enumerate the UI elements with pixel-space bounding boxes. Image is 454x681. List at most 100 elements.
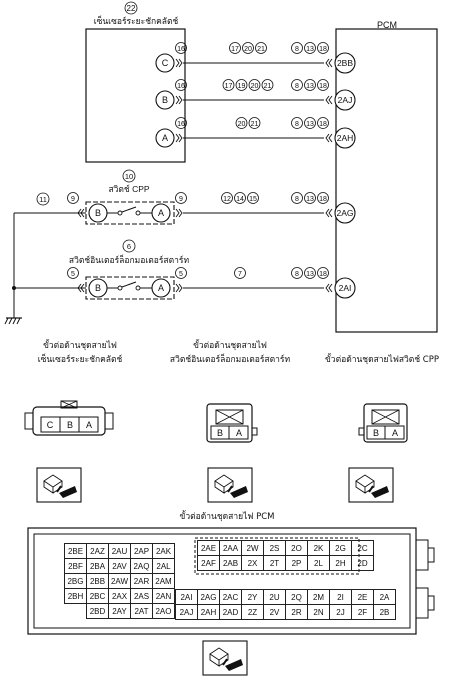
sensor-box: [85, 28, 186, 163]
pcm-terminal-cell: 2BH: [64, 588, 87, 604]
pcm-terminal-cell: 2AY: [108, 603, 131, 619]
pcm-term-2-1: 13: [306, 121, 314, 128]
pcm-terminal-cell: 2A: [373, 589, 396, 605]
pcm-term-4-0-circle: [291, 267, 303, 279]
pcm-pin-circle: [334, 89, 356, 111]
pcm-pin-circle: [334, 277, 356, 299]
pcm-pin-1: 2AJ: [338, 95, 353, 105]
pcm-terminal-cell: 2AS: [130, 588, 153, 604]
pcm-terminal-cell: 2G: [329, 540, 352, 556]
pcm-term-4-0: 8: [295, 271, 299, 278]
pcm-terminal-cell: 2BC: [86, 588, 109, 604]
pcm-pin-circle: [334, 202, 356, 224]
pcm-terminal-cell: 2F: [351, 604, 374, 620]
pcm-terminal-cell: 2AE: [197, 540, 220, 556]
pcm-terminal-cell: 2BB: [86, 573, 109, 589]
wire-num-3-2-circle: [247, 192, 259, 204]
pcm-terminal-cell: 2AD: [219, 604, 242, 620]
pcm-terminal-cell: 2BG: [64, 573, 87, 589]
pcm-terminal-cell: 2AU: [108, 543, 131, 559]
wire-num-1-1-circle: [235, 79, 248, 91]
ground-wire-number: 11: [39, 195, 47, 204]
switch-box: [85, 201, 175, 225]
cpp-pin-a: A: [392, 428, 398, 438]
pcm-term-1-1-circle: [304, 79, 316, 91]
sensor-connector-label-1: ขั้วต่อด้านชุดสายไฟ: [43, 341, 117, 351]
pcm-term-1-2: 18: [319, 83, 327, 90]
switch-blade: [121, 206, 137, 213]
pcm-terminal-cell: 2AV: [108, 558, 131, 574]
term-0-circle: [175, 42, 187, 54]
pcm-term-0-1-circle: [304, 42, 316, 54]
pcm-terminal-cell: 2BE: [64, 543, 87, 559]
sensor-pin-circle: [155, 90, 175, 110]
connector-chevron: [175, 283, 183, 293]
interlock-number: 6: [127, 242, 131, 251]
interlock-number-circle: [122, 239, 136, 253]
pcm-terminal-cell: 2Y: [241, 589, 264, 605]
sensor-connector-drawing: [24, 400, 114, 436]
connector-chevron: [325, 283, 333, 293]
pcm-terminal-cell: 2H: [329, 555, 352, 571]
connector-chevron: [325, 208, 333, 218]
wire-num-2-1-circle: [248, 117, 261, 129]
hand-view-icon: [348, 467, 394, 503]
sensor-title: เซ็นเซอร์ระยะชักคลัตช์: [93, 17, 179, 27]
pcm-terminal-cell: 2AP: [130, 543, 153, 559]
pcm-term-0-1: 13: [306, 46, 314, 53]
pcm-connector-drawing: [27, 527, 435, 635]
pcm-connector-label: ขั้วต่อด้านชุดสายไฟ PCM: [179, 512, 275, 522]
sensor-pin-circle: [155, 128, 175, 148]
wire-num-1-0: 17: [225, 83, 233, 90]
pcm-terminal-cell: 2BA: [86, 558, 109, 574]
pcm-term-0-0: 8: [295, 46, 299, 53]
pcm-term-2-0-circle: [291, 117, 303, 129]
interlock-pin-b: B: [217, 428, 223, 438]
wire-num-2-1: 21: [251, 121, 259, 128]
term-right-3-circle: [175, 192, 187, 204]
pcm-pin-circle: [334, 52, 356, 74]
connector-chevron: [175, 208, 183, 218]
term-left-4-circle: [67, 267, 79, 279]
pcm-terminal-cell: 2C: [351, 540, 374, 556]
wire-num-0-0: 17: [231, 46, 239, 53]
ground-junction: [12, 286, 16, 290]
pcm-title: PCM: [377, 20, 397, 30]
wire-num-2-0-circle: [235, 117, 248, 129]
switch-box: [85, 276, 175, 300]
cpp-number: 10: [125, 172, 133, 181]
switch-blade: [121, 281, 137, 288]
term-0: 16: [177, 46, 185, 53]
term-2-circle: [175, 117, 187, 129]
connector-chevron: [175, 133, 183, 143]
wire-num-3-2: 15: [249, 196, 257, 203]
wire-num-0-0-circle: [229, 42, 241, 54]
wire-num-1-2: 20: [251, 83, 259, 90]
term-1-circle: [175, 79, 187, 91]
pcm-terminal-cell: 2AO: [152, 603, 175, 619]
sensor-number: 22: [127, 4, 136, 13]
switch-pin-right-3: A: [158, 208, 164, 218]
pcm-terminal-cell: 2AR: [130, 573, 153, 589]
pcm-box: [335, 28, 438, 333]
pcm-terminal-cell: 2K: [307, 540, 330, 556]
switch-pin-left-4: B: [95, 283, 101, 293]
pcm-term-2-2-circle: [317, 117, 329, 129]
connector-chevron: [325, 95, 333, 105]
hand-view-icon: [36, 467, 82, 503]
pcm-terminal-cell: 2AN: [152, 588, 175, 604]
pcm-term-3-0: 8: [295, 196, 299, 203]
ground-symbol: [4, 317, 22, 325]
term-right-3: 9: [179, 196, 183, 203]
wire-num-3-0-circle: [221, 192, 233, 204]
switch-pin-right-4: A: [158, 283, 164, 293]
pcm-pin-2: 2AH: [337, 133, 354, 143]
pcm-pin-3: 2AG: [336, 208, 353, 218]
term-2: 16: [177, 121, 185, 128]
pcm-terminal-cell: 2AX: [108, 588, 131, 604]
pcm-terminal-cell: 2AG: [197, 589, 220, 605]
pcm-terminal-cell: 2AB: [219, 555, 242, 571]
